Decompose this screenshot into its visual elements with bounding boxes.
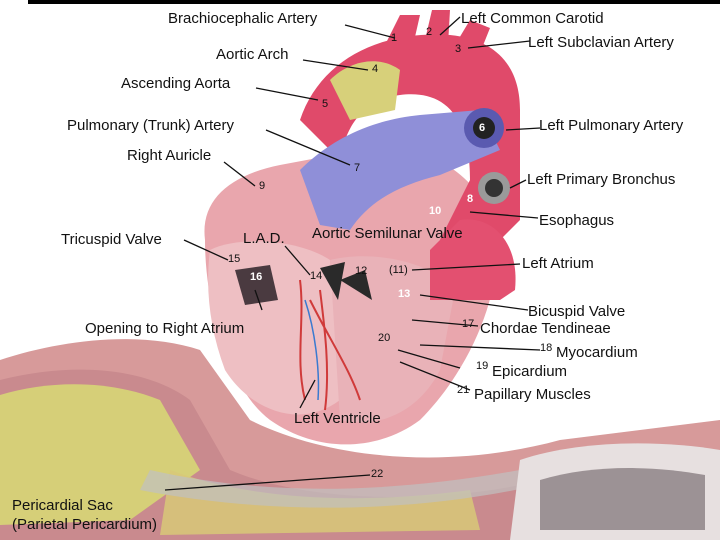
right-ventricle-opening (235, 265, 278, 305)
label-lad: L.A.D. (243, 230, 285, 247)
label-myocardium: Myocardium (556, 344, 638, 361)
label-bicuspid-valve: Bicuspid Valve (528, 303, 626, 320)
marker-2: 2 (426, 26, 433, 38)
coronary-vessels (299, 279, 361, 411)
label-left-primary-bronchus: Left Primary Bronchus (527, 171, 676, 188)
marker-8: 8 (467, 193, 474, 205)
marker-1: 1 (391, 32, 398, 44)
label-parietal-pericardium: (Parietal Pericardium) (12, 516, 158, 533)
aortic-valve-opening (320, 262, 345, 300)
pericardium-band (140, 470, 560, 508)
label-left-atrium: Left Atrium (522, 255, 594, 272)
marker-16: 16 (250, 271, 263, 283)
marker-4: 4 (372, 63, 379, 75)
label-aortic-semilunar-valve: Aortic Semilunar Valve (312, 225, 463, 242)
marker-11: (11) (389, 264, 408, 276)
marker-14: 14 (310, 270, 323, 282)
label-brachiocephalic-artery: Brachiocephalic Artery (168, 10, 318, 27)
marker-22: 22 (371, 468, 384, 480)
marker-20: 20 (378, 332, 391, 344)
top-border (28, 0, 720, 4)
marker-15: 15 (228, 253, 241, 265)
marker-5: 5 (322, 98, 329, 110)
marker-10: 10 (429, 205, 442, 217)
label-opening-to-right-atrium: Opening to Right Atrium (85, 320, 245, 337)
left-atrium-shape (430, 219, 516, 300)
marker-21: 21 (457, 384, 470, 396)
label-epicardium: Epicardium (492, 363, 568, 380)
marker-9: 9 (259, 180, 266, 192)
subclavian-shape (455, 20, 490, 58)
leader-lines (164, 16, 541, 491)
marker-19: 19 (476, 360, 489, 372)
marker-17: 17 (462, 318, 475, 330)
label-pericardial-sac: Pericardial Sac (12, 497, 113, 514)
label-left-ventricle: Left Ventricle (294, 410, 381, 427)
marker-18: 18 (540, 342, 553, 354)
marker-7: 7 (354, 162, 361, 174)
label-papillary-muscles: Papillary Muscles (474, 386, 591, 403)
label-left-common-carotid: Left Common Carotid (461, 10, 604, 27)
label-esophagus: Esophagus (539, 212, 615, 229)
pulmonary-trunk-shape (300, 110, 500, 230)
marker-3: 3 (455, 43, 462, 55)
label-right-auricle: Right Auricle (127, 147, 212, 164)
label-ascending-aorta: Ascending Aorta (121, 75, 231, 92)
left-ventricle-opening (340, 270, 372, 300)
marker-6: 6 (479, 122, 486, 134)
fat-top (330, 61, 400, 120)
vertebra-inner (540, 468, 705, 530)
brachiocephalic-shape (385, 15, 420, 50)
label-aortic-arch: Aortic Arch (216, 46, 289, 63)
carotid-shape (425, 10, 450, 45)
marker-12: 12 (355, 265, 368, 277)
marker-13: 13 (398, 288, 411, 300)
label-left-pulmonary-artery: Left Pulmonary Artery (539, 117, 684, 134)
label-tricuspid-valve: Tricuspid Valve (61, 231, 162, 248)
left-ventricle-shape (330, 256, 455, 423)
label-chordae-tendineae: Chordae Tendineae (480, 320, 611, 337)
label-left-subclavian-artery: Left Subclavian Artery (528, 34, 674, 51)
label-pulmonary-trunk-artery: Pulmonary (Trunk) Artery (67, 117, 234, 134)
